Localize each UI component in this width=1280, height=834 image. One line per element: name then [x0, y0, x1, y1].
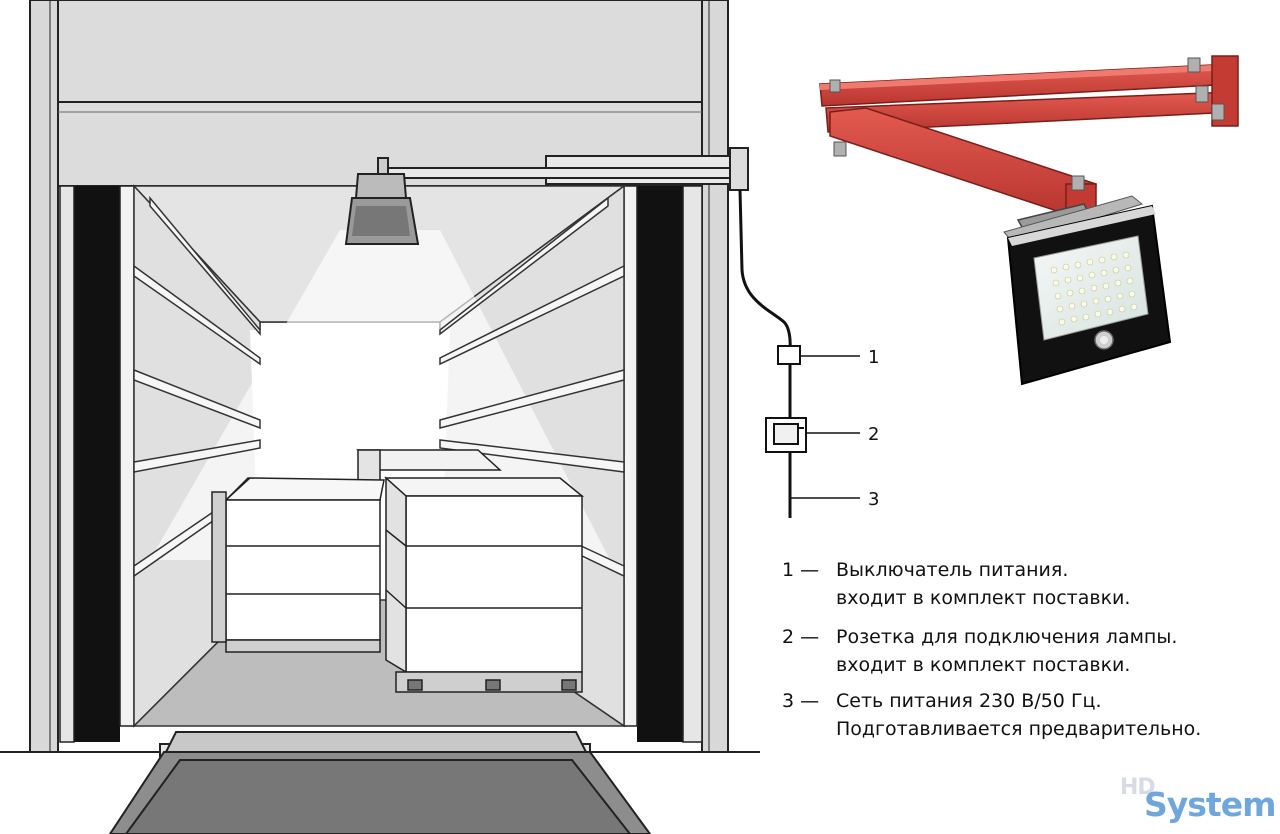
legend-text: входит в комплект поставки.	[836, 654, 1131, 676]
callout-leaders	[790, 355, 860, 499]
left-pier	[29, 0, 59, 753]
legend: 1 — Выключатель питания. входит в компле…	[782, 556, 1272, 754]
power-switch-box	[777, 345, 801, 365]
legend-text: Выключатель питания.	[836, 559, 1069, 581]
hd-system-logo: HD System	[1116, 775, 1276, 831]
callout-3: 3	[868, 489, 879, 510]
legend-item-1: 1 — Выключатель питания. входит в компле…	[782, 556, 1272, 612]
led-grid	[1050, 251, 1138, 326]
lamp-socket-box	[765, 417, 807, 453]
mounted-dock-lamp	[344, 147, 749, 245]
callout-2: 2	[868, 424, 879, 445]
right-pier	[701, 0, 729, 753]
red-articulated-arm	[819, 55, 1239, 217]
legend-text: Подготавливается предварительно.	[836, 718, 1202, 740]
cargo-pallets	[211, 449, 585, 693]
right-seal	[637, 186, 683, 742]
legend-item-2: 2 — Розетка для подключения лампы. входи…	[782, 623, 1272, 679]
legend-number: 1 —	[782, 559, 820, 581]
legend-text: входит в комплект поставки.	[836, 587, 1131, 609]
legend-item-3: 3 — Сеть питания 230 В/50 Гц. Подготавли…	[782, 687, 1272, 743]
logo-big-text: System	[1144, 785, 1276, 824]
legend-text: Розетка для подключения лампы.	[836, 626, 1178, 648]
logo-small-text: HD	[1120, 775, 1156, 800]
led-floodlight	[1003, 195, 1172, 386]
dock-door: 1 2 3	[0, 0, 879, 834]
left-seal	[74, 186, 120, 742]
legend-text: Сеть питания 230 В/50 Гц.	[836, 690, 1102, 712]
dock-leveler	[0, 731, 760, 834]
legend-number: 3 —	[782, 690, 820, 712]
callout-1: 1	[868, 347, 879, 368]
legend-number: 2 —	[782, 626, 820, 648]
